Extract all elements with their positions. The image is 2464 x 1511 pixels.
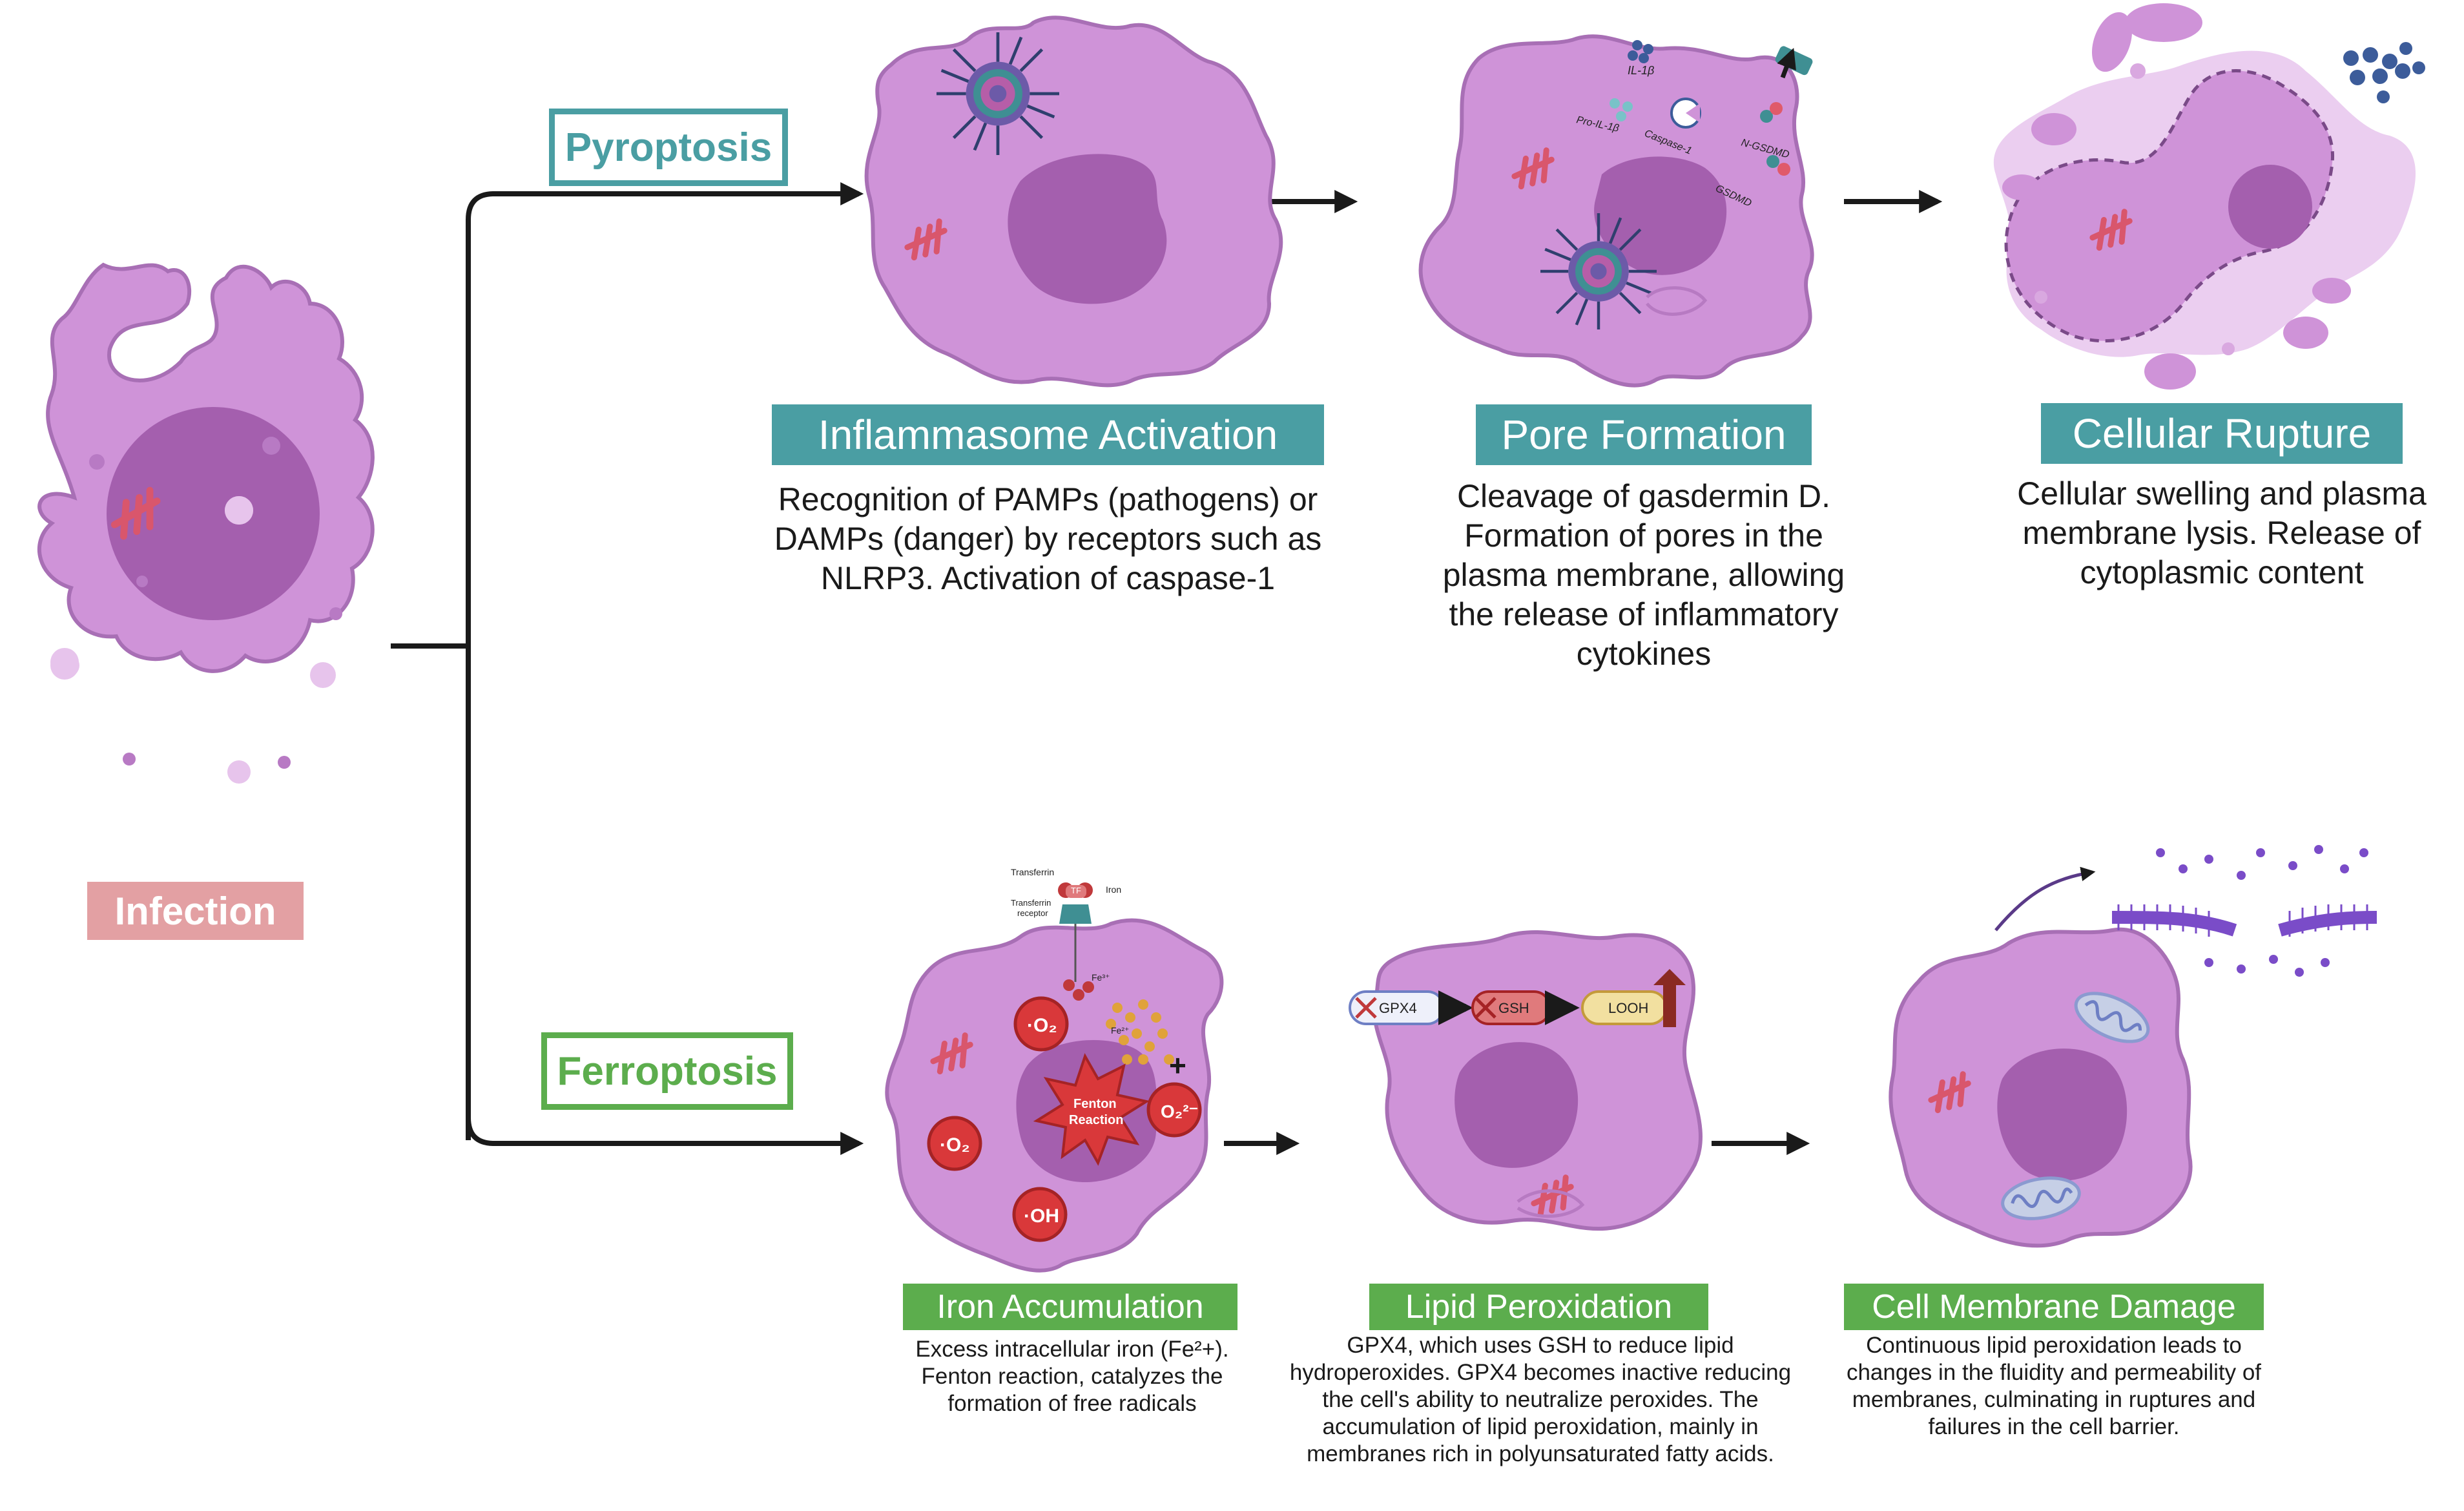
step-text-inflammasome: Recognition of PAMPs (pathogens) or DAMP… bbox=[774, 481, 1322, 596]
svg-text:receptor: receptor bbox=[1017, 908, 1048, 918]
step-text-iron-accumulation: Excess intracellular iron (Fe²+). Fenton… bbox=[915, 1337, 1229, 1416]
pyroptosis-label: Pyroptosis bbox=[549, 109, 788, 186]
svg-text:LOOH: LOOH bbox=[1608, 1000, 1648, 1016]
svg-text:·O₂: ·O₂ bbox=[1027, 1015, 1057, 1036]
broken-membrane-icon bbox=[2111, 845, 2377, 977]
cellular-rupture-cell bbox=[1993, 3, 2425, 390]
pore-formation-cell: IL-1β Pro-IL-1β Caspase-1 N-GSDMD GSDMD bbox=[1418, 34, 1814, 388]
ferroptosis-label: Ferroptosis bbox=[541, 1032, 793, 1110]
inflammasome-cell bbox=[864, 16, 1283, 388]
step-text-lipid-peroxidation: GPX4, which uses GSH to reduce lipid hyd… bbox=[1289, 1333, 1792, 1466]
svg-text:GSH: GSH bbox=[1498, 1000, 1529, 1016]
step-text-cellular-rupture: Cellular swelling and plasma membrane ly… bbox=[2017, 475, 2427, 590]
step-title-pore-formation: Pore Formation bbox=[1476, 404, 1812, 465]
step-title-inflammasome: Inflammasome Activation bbox=[772, 404, 1324, 465]
svg-text:Reaction: Reaction bbox=[1069, 1113, 1123, 1127]
step-arrows bbox=[1224, 190, 1943, 1155]
svg-text:IL-1β: IL-1β bbox=[1628, 64, 1654, 77]
svg-text:Iron: Iron bbox=[1106, 884, 1121, 895]
svg-text:Fe²⁺: Fe²⁺ bbox=[1111, 1025, 1129, 1036]
step-title-membrane-damage: Cell Membrane Damage bbox=[1844, 1284, 2264, 1330]
svg-text:Fe³⁺: Fe³⁺ bbox=[1092, 972, 1110, 983]
svg-text:TF: TF bbox=[1071, 886, 1081, 895]
step-title-iron-accumulation: Iron Accumulation bbox=[903, 1284, 1237, 1330]
infection-cell-details bbox=[50, 437, 342, 784]
infection-label: Infection bbox=[87, 882, 304, 940]
svg-text:Transferrin: Transferrin bbox=[1011, 867, 1054, 877]
step-title-lipid-peroxidation: Lipid Peroxidation bbox=[1369, 1284, 1708, 1330]
svg-text:·OH: ·OH bbox=[1024, 1205, 1059, 1227]
svg-text:+: + bbox=[1169, 1048, 1186, 1082]
svg-text:GPX4: GPX4 bbox=[1379, 1000, 1417, 1016]
step-text-membrane-damage: Continuous lipid peroxidation leads to c… bbox=[1846, 1333, 2262, 1439]
infection-cell bbox=[37, 262, 375, 677]
step-text-pore-formation: Cleavage of gasdermin D. Formation of po… bbox=[1442, 478, 1845, 672]
svg-text:Fenton: Fenton bbox=[1073, 1097, 1117, 1111]
svg-text:·O₂: ·O₂ bbox=[940, 1134, 970, 1156]
svg-text:Transferrin: Transferrin bbox=[1011, 898, 1051, 908]
branch-connector bbox=[391, 182, 864, 1155]
svg-text:O₂²⁻: O₂²⁻ bbox=[1161, 1101, 1198, 1121]
lipid-peroxidation-cell: GPX4 GSH LOOH bbox=[1349, 930, 1703, 1231]
step-title-cellular-rupture: Cellular Rupture bbox=[2041, 403, 2403, 464]
iron-accumulation-cell: TF Transferrin Iron Transferrin receptor… bbox=[885, 867, 1224, 1273]
membrane-damage-cell bbox=[1889, 845, 2377, 1248]
